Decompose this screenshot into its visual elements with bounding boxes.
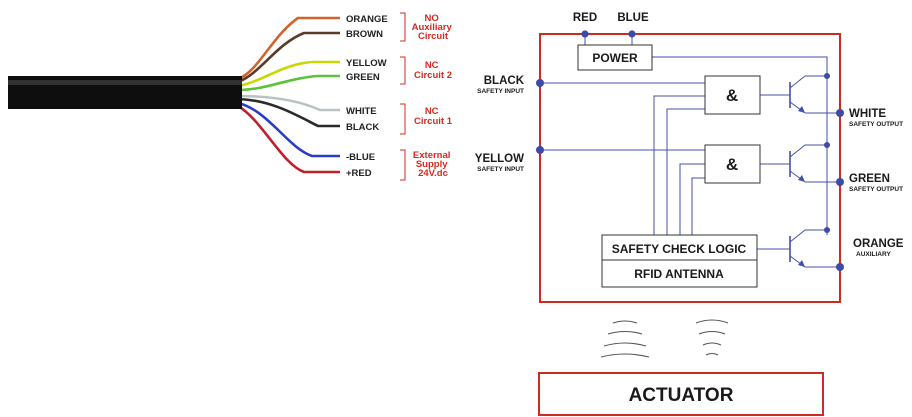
and-gate-2-label: &: [726, 155, 738, 174]
wire-label-orange: ORANGE: [346, 14, 388, 25]
output-label-orange: ORANGE: [853, 238, 904, 250]
wire-yellow: [237, 60, 340, 88]
circuit-brackets: [400, 12, 406, 181]
pin-label-blue: BLUE: [617, 12, 649, 24]
rfid-antenna-box: [601, 259, 758, 288]
circuit-label-nc2: NC Circuit 2: [414, 60, 452, 81]
rfid-antenna-label: RFID ANTENNA: [634, 267, 724, 281]
sensor-frame: [539, 33, 841, 303]
cable-highlight: [8, 80, 242, 85]
rf-waves-icon: [600, 319, 729, 358]
wire-label-brown: BROWN: [346, 29, 383, 40]
wire-white: [237, 94, 340, 112]
wire-label-red: +RED: [346, 168, 372, 179]
wire-blue: [237, 101, 340, 158]
and-gate-2: [704, 144, 761, 184]
wire-label-black: BLACK: [346, 122, 379, 133]
wire-label-blue: -BLUE: [346, 152, 375, 163]
and-gate-1-label: &: [726, 86, 738, 105]
input-sub-yellow: SAFETY INPUT: [477, 166, 524, 173]
circuit-label-supply: External Supply 24V.dc: [413, 150, 453, 179]
actuator-box: [538, 372, 824, 416]
output-label-green: GREEN: [849, 173, 890, 185]
input-sub-black: SAFETY INPUT: [477, 88, 524, 95]
wire-orange: [237, 16, 340, 81]
wire-label-green: GREEN: [346, 72, 380, 83]
internal-wiring: [540, 34, 840, 268]
power-box: [577, 44, 653, 71]
connection-dots: [536, 30, 844, 271]
wire-black: [237, 97, 340, 128]
output-label-white: WHITE: [849, 108, 886, 120]
wire-label-yellow: YELLOW: [346, 58, 387, 69]
output-sub-orange: AUXILIARY: [856, 251, 891, 258]
input-label-black: BLACK: [484, 75, 525, 87]
sensor-block: RED BLUE: [475, 12, 904, 303]
output-sub-green: SAFETY OUTPUT: [849, 186, 903, 193]
actuator-label: ACTUATOR: [629, 385, 734, 406]
wire-brown: [237, 31, 340, 84]
input-label-yellow: YELLOW: [475, 153, 524, 165]
and-gate-1: [704, 75, 761, 115]
circuit-label-nc1: NC Circuit 1: [414, 106, 453, 127]
power-label: POWER: [592, 51, 638, 65]
wire-label-white: WHITE: [346, 106, 377, 117]
wire-red: [237, 104, 340, 174]
cable-wires: [237, 16, 340, 174]
output-sub-white: SAFETY OUTPUT: [849, 121, 903, 128]
pin-label-red: RED: [573, 12, 597, 24]
safety-check-logic-label: SAFETY CHECK LOGIC: [612, 242, 747, 256]
wire-green: [237, 74, 340, 92]
safety-check-logic-box: [601, 234, 758, 262]
circuit-label-aux: NO Auxiliary Circuit: [412, 13, 455, 42]
